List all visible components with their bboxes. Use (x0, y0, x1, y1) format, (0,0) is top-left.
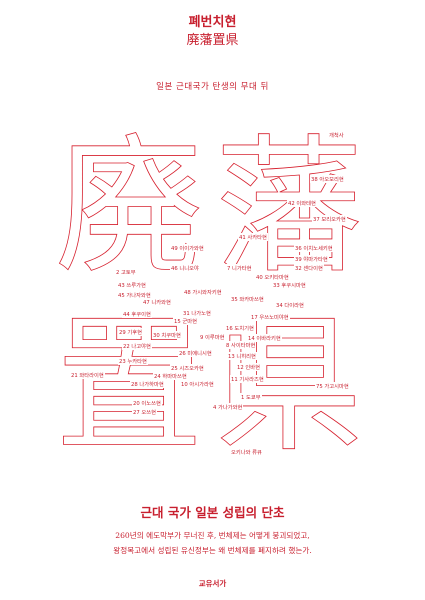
prefecture-label: 22 나고야현 (122, 342, 152, 350)
title-hanja: 廃藩置県 (186, 33, 239, 48)
prefecture-label: 35 와카마쓰현 (230, 295, 265, 303)
prefecture-label: 44 후쿠이현 (122, 310, 152, 318)
prefecture-label: 32 센다이현 (294, 264, 324, 272)
tagline: 근대 국가 일본 성립의 단초 (140, 505, 285, 520)
prefecture-label: 14 이바라키현 (247, 334, 282, 342)
prefecture-label: 49 이이가와현 (170, 244, 205, 252)
prefecture-label: 17 우쓰노미야현 (250, 313, 290, 321)
description-line: 260년의 에도막부가 무너진 후, 번체제는 어떻게 붕괴되었고, (115, 531, 310, 540)
prefecture-label: 75 가고시마현 (315, 382, 350, 390)
prefecture-label: 36 이치노세키현 (294, 244, 334, 252)
prefecture-label: 23 누카타현 (118, 357, 148, 365)
prefecture-label: 15 군마현 (173, 317, 199, 325)
prefecture-label: 12 인바현 (236, 363, 262, 371)
prefecture-label: 21 와타라이현 (70, 371, 105, 379)
prefecture-label: 28 나가하마현 (130, 380, 165, 388)
prefecture-label: 48 가시와자키현 (183, 288, 223, 296)
title-korean: 폐번치현 (188, 15, 237, 30)
prefecture-label: 46 니니오야 (170, 264, 200, 272)
prefecture-label: 24 하마마쓰현 (153, 372, 188, 380)
prefecture-label: 4 가나가와현 (212, 403, 244, 411)
prefecture-label: 9 이루마현 (199, 333, 226, 341)
prefecture-label: 37 모리오카현 (312, 215, 347, 223)
prefecture-label: 29 기후현 (118, 328, 144, 336)
prefecture-label: 20 이노쓰현 (132, 399, 162, 407)
prefecture-label: 47 니카와현 (142, 298, 172, 306)
prefecture-label: 30 치쿠마현 (152, 331, 182, 339)
prefecture-label: 1 도쿄부 (240, 393, 262, 401)
prefecture-label: 39 야마가타현 (294, 255, 329, 263)
prefecture-label: 34 다이라현 (275, 301, 305, 309)
prefecture-label: 8 사이타마현 (225, 341, 257, 349)
prefecture-label: 43 쓰루가현 (117, 281, 147, 289)
description-line: 왕정복고에서 성립된 유신정부는 왜 번체제를 폐지하려 했는가. (113, 546, 312, 555)
prefecture-label: 7 니가타현 (226, 264, 253, 272)
prefecture-label: 26 미에니시현 (178, 349, 213, 357)
prefecture-label: 16 도치기현 (225, 324, 255, 332)
prefecture-label: 13 니히리현 (227, 352, 257, 360)
prefecture-label: 2 고토부 (115, 268, 137, 276)
prefecture-label: 25 시즈오카현 (170, 364, 205, 372)
prefecture-label: 10 아시가라현 (180, 380, 215, 388)
prefecture-label: 31 나가노현 (182, 309, 212, 317)
prefecture-label: 27 오쓰현 (132, 408, 158, 416)
prefecture-label: 38 아오모리현 (310, 175, 345, 183)
prefecture-label: 40 오키타마현 (255, 273, 290, 281)
prefecture-label: 41 사카타현 (238, 233, 268, 241)
subtitle: 일본 근대국가 탄생의 무대 뒤 (156, 82, 269, 92)
prefecture-label: 42 이와테현 (287, 199, 317, 207)
prefecture-label: 33 후쿠시마현 (272, 281, 307, 289)
prefecture-label: 개척사 (328, 131, 345, 139)
publisher-logo: 교유서가 (198, 579, 227, 588)
prefecture-label: 오키나와 류큐 (230, 448, 263, 456)
prefecture-label: 11 기사라즈현 (230, 375, 265, 383)
prefecture-label: 45 가나자와현 (117, 291, 152, 299)
